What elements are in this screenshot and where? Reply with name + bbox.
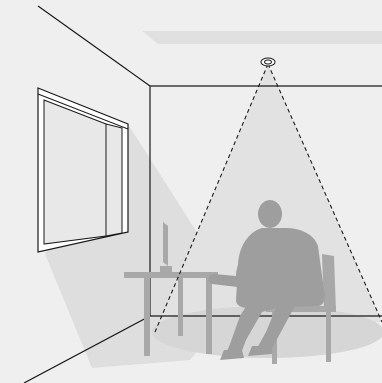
ceiling-light-fixture <box>142 31 382 44</box>
ceiling-sensor-icon <box>261 58 275 66</box>
window-glass <box>44 100 106 244</box>
sensor-housing <box>261 58 275 66</box>
desk-top <box>124 272 218 278</box>
desk-leg-left <box>144 278 150 356</box>
monitor-screen <box>163 222 168 266</box>
desk-leg-middle <box>178 278 183 336</box>
monitor-stand <box>160 266 172 272</box>
desk-leg-right <box>206 278 212 354</box>
chair-leg-front-right <box>326 312 331 362</box>
chair-back <box>322 254 336 312</box>
person-head <box>258 200 282 228</box>
window-sill-inner <box>106 124 122 236</box>
